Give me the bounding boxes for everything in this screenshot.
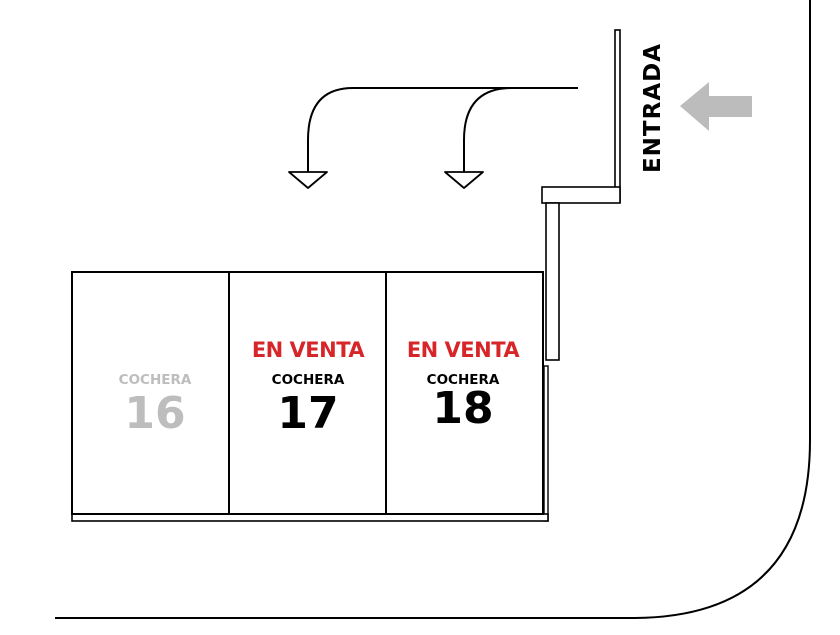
parking-space-17[interactable] (228, 271, 387, 515)
curved-arrow-down-icon (444, 87, 578, 189)
space-18-sale-label: EN VENTA (407, 338, 521, 362)
parking-space-18[interactable] (385, 271, 544, 515)
wall-right (543, 365, 549, 522)
wall-bottom (71, 513, 549, 522)
boundary-outline (55, 0, 811, 619)
arrow-left-icon (680, 82, 752, 131)
wall-vertical (545, 202, 560, 361)
entrance-label: ENTRADA (640, 43, 666, 173)
space-17-word: COCHERA (272, 372, 345, 388)
space-17-number: 17 (277, 388, 338, 439)
entrance-wall (614, 29, 621, 203)
parking-space-16[interactable] (71, 271, 230, 515)
space-16-word: COCHERA (119, 372, 192, 388)
space-17-sale-label: EN VENTA (252, 338, 366, 362)
wall-horizontal (541, 186, 621, 204)
space-18-number: 18 (432, 383, 493, 434)
curved-arrow-down-icon (288, 87, 578, 189)
space-18-word: COCHERA (427, 372, 500, 388)
space-16-number: 16 (124, 388, 185, 439)
